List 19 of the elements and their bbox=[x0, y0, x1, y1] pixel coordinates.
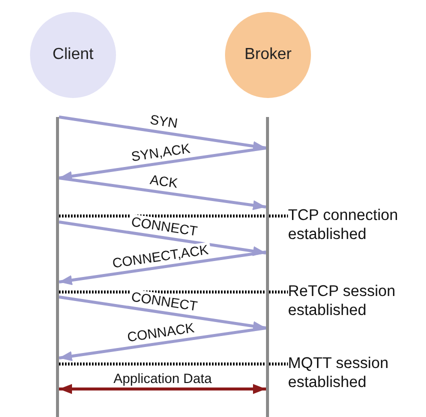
status-note: MQTT session established bbox=[288, 354, 426, 394]
status-note: TCP connection established bbox=[288, 206, 426, 246]
message-arrow bbox=[58, 146, 266, 182]
dotted-separator bbox=[59, 362, 288, 366]
message-arrow bbox=[58, 176, 266, 210]
participant-circle: Broker bbox=[225, 12, 311, 98]
message-arrow bbox=[58, 296, 266, 332]
status-note: ReTCP session established bbox=[288, 282, 426, 322]
message-arrow bbox=[58, 250, 266, 286]
message-arrow bbox=[58, 326, 266, 362]
message-arrow bbox=[59, 384, 266, 394]
message-arrow bbox=[58, 116, 266, 152]
participant-circle: Client bbox=[30, 12, 116, 98]
dotted-separator bbox=[59, 290, 288, 294]
lifeline bbox=[266, 117, 269, 417]
message-label: Application Data bbox=[112, 370, 214, 386]
message-arrow bbox=[58, 220, 266, 256]
dotted-separator bbox=[59, 214, 288, 218]
lifeline bbox=[56, 117, 59, 417]
